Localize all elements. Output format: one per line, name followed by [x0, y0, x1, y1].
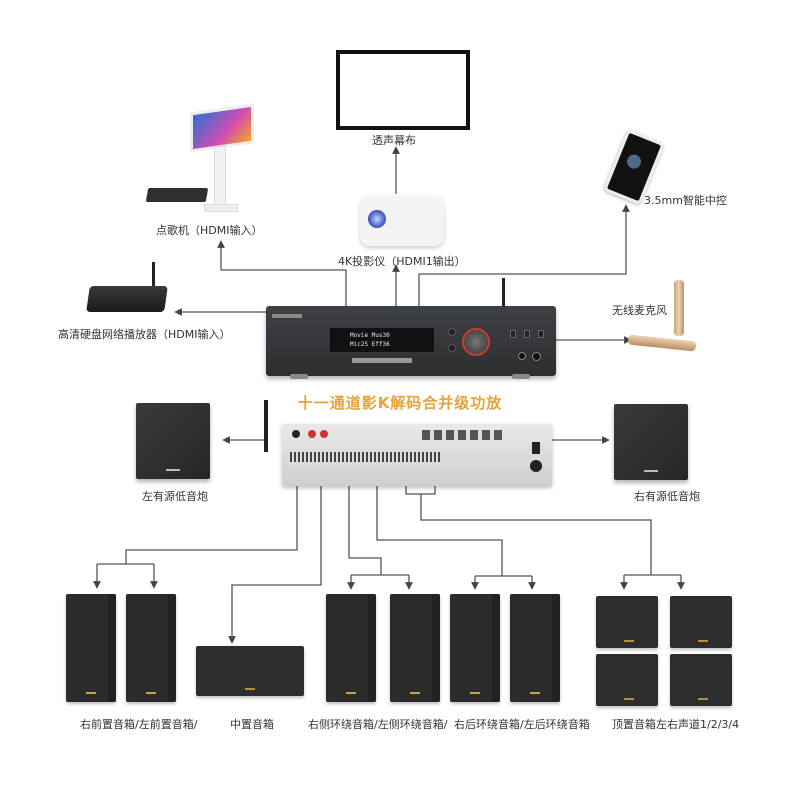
side-speaker-right-icon [326, 594, 376, 702]
side-speaker-left-icon [390, 594, 440, 702]
projection-screen-icon [336, 50, 470, 130]
wire-front [125, 486, 298, 564]
wire-amp-phone [418, 204, 630, 306]
height-speaker-1-icon [596, 596, 658, 648]
media-player-icon [82, 262, 172, 318]
amplifier-title: 十一通道影K解码合并级功放 [297, 394, 503, 412]
rear-speaker-right-icon [450, 594, 500, 702]
subwoofer-right-icon [614, 404, 688, 480]
volume-knob[interactable] [462, 328, 490, 356]
amplifier-front-icon: Movie Mus30 Mic25 Eff36 [266, 278, 556, 379]
front-speaker-right-icon [66, 594, 116, 702]
center-speaker-icon [196, 646, 304, 696]
speaker-group-label-side: 右侧环绕音箱/左侧环绕音箱/ [308, 718, 448, 731]
wire-rear [376, 486, 503, 576]
phone-label: 3.5mm智能中控 [644, 194, 727, 207]
amp-display-line1: Movie Mus30 [350, 332, 390, 339]
jukebox-label: 点歌机（HDMI输入） [156, 224, 263, 237]
height-speaker-4-icon [670, 654, 732, 706]
karaoke-box-icon [145, 188, 209, 202]
height-speaker-3-icon [596, 654, 658, 706]
speaker-group-label-rear: 右后环绕音箱/左后环绕音箱 [454, 718, 590, 731]
amp-display-line2: Mic25 Eff36 [350, 341, 390, 348]
subwoofer-left-icon [136, 403, 210, 479]
amplifier-rear-icon [264, 400, 552, 486]
karaoke-jukebox-icon [190, 103, 260, 212]
front-speaker-left-icon [126, 594, 176, 702]
speaker-group-label-height: 顶置音箱左右声道1/2/3/4 [612, 718, 740, 731]
wireless-microphone-icon [627, 280, 708, 352]
media-player-label: 高清硬盘网络播放器（HDMI输入） [58, 328, 231, 341]
sub-right-label: 右有源低音炮 [634, 490, 700, 503]
height-speaker-2-icon [670, 596, 732, 648]
projector-icon [360, 196, 444, 246]
wire-center [228, 486, 322, 644]
speaker-group-label-front: 右前置音箱/左前置音箱/ [80, 718, 198, 731]
screen-label: 透声幕布 [372, 134, 416, 147]
rear-speaker-left-icon [510, 594, 560, 702]
projector-label: 4K投影仪（HDMI1输出） [338, 255, 466, 268]
wire-amp-jukebox [217, 240, 347, 306]
sub-left-label: 左有源低音炮 [142, 490, 208, 503]
wire-side [348, 486, 382, 575]
speaker-group-label-center: 中置音箱 [230, 718, 274, 731]
microphone-label: 无线麦克风 [612, 304, 667, 317]
